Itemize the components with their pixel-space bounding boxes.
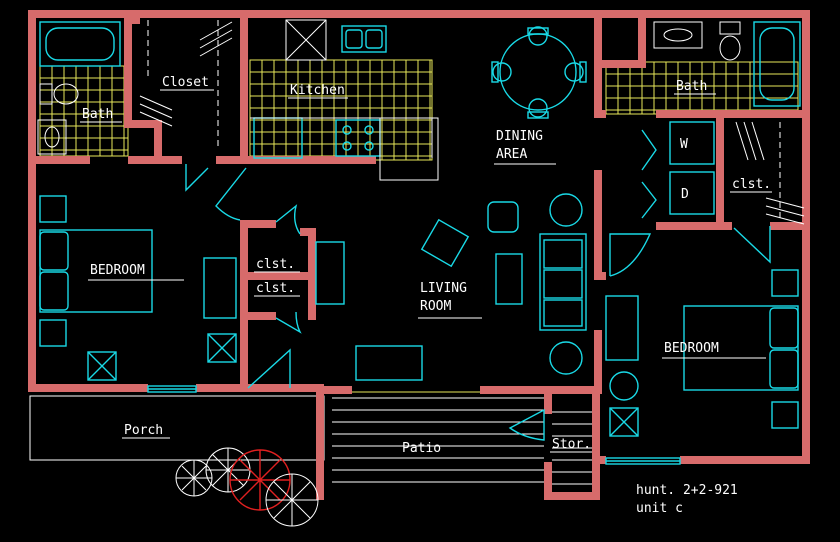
laundry-doors	[641, 129, 657, 219]
toilet-right	[719, 21, 741, 61]
label-porch: Porch	[124, 423, 163, 438]
dishwasher	[253, 117, 303, 159]
title-line2: unit c	[636, 501, 683, 516]
toilet-left	[39, 83, 79, 105]
label-bath-right: Bath	[676, 79, 707, 94]
label-closet: Closet	[162, 75, 209, 90]
right-closet-shelves	[735, 121, 805, 225]
doors	[185, 164, 771, 441]
sink-left	[37, 119, 67, 155]
label-kitchen: Kitchen	[290, 83, 345, 98]
kitchen-tile	[249, 59, 433, 161]
label-living-line1: LIVING	[420, 281, 467, 296]
label-clst-upper: clst.	[256, 257, 295, 272]
label-bedroom-right: BEDROOM	[664, 341, 719, 356]
label-storage: Stor.	[552, 437, 591, 452]
walls	[28, 10, 810, 500]
bathtub-right	[753, 21, 801, 107]
title-line1: hunt. 2+2-921	[636, 483, 738, 498]
label-dining-line2: AREA	[496, 147, 527, 162]
bath-right-tile	[605, 61, 799, 115]
bed-left	[39, 195, 153, 347]
labels: Bath Closet Kitchen DINING AREA Bath W D…	[80, 75, 772, 516]
label-dryer: D	[681, 187, 689, 202]
label-clst-lower: clst.	[256, 281, 295, 296]
bathtub-left	[39, 21, 121, 67]
label-dining-line1: DINING	[496, 129, 543, 144]
dresser-left	[203, 257, 237, 319]
label-washer: W	[680, 137, 688, 152]
label-clst-right: clst.	[732, 177, 771, 192]
refrigerator	[285, 19, 327, 61]
plants	[175, 447, 319, 527]
dining-table	[491, 26, 587, 119]
nightstand-lamps-left	[87, 333, 237, 381]
sink-right	[653, 21, 703, 49]
patio-boards	[332, 391, 600, 485]
center-closets	[315, 241, 345, 305]
kitchen-counter	[250, 117, 439, 181]
bed-right	[683, 269, 799, 429]
label-bath-left: Bath	[82, 107, 113, 122]
windows	[147, 385, 681, 465]
label-bedroom-left: BEDROOM	[90, 263, 145, 278]
living-furniture	[355, 193, 587, 381]
label-living-line2: ROOM	[420, 299, 451, 314]
washer	[669, 121, 715, 165]
label-patio: Patio	[402, 441, 441, 456]
kitchen-sink	[341, 25, 387, 53]
dryer	[669, 171, 715, 215]
dresser-right	[605, 295, 639, 437]
closet-shelves	[139, 20, 233, 150]
porch-outline	[29, 395, 325, 461]
